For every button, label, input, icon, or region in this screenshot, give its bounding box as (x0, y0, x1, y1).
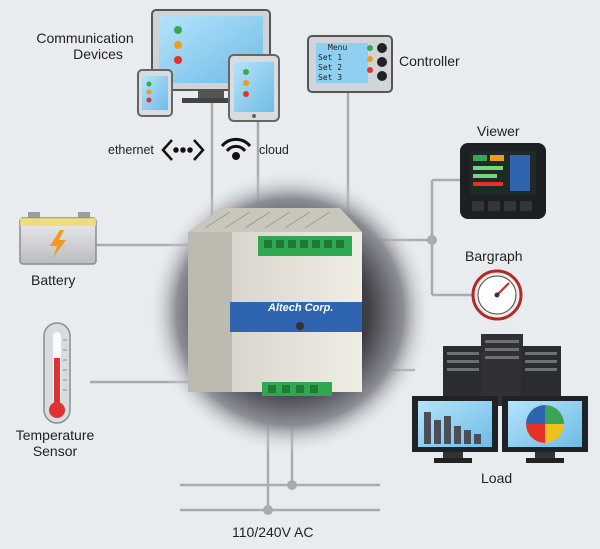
ac-input-label: 110/240V AC (232, 524, 314, 540)
temperature-label-line2: Sensor (32, 443, 78, 460)
viewer-icon (460, 143, 546, 219)
controller-screen-item-3: Set 3 (318, 73, 343, 82)
gauge-icon (471, 269, 523, 321)
controller-icon (307, 35, 393, 93)
thermometer-icon (43, 322, 71, 424)
power-supply-device (188, 208, 362, 396)
controller-label: Controller (399, 53, 460, 69)
lightning-icon (50, 230, 66, 258)
cloud-label: cloud (259, 143, 289, 157)
bar-chart-icon (424, 412, 481, 444)
controller-screen-item-2: Set 2 (318, 63, 343, 72)
controller-screen: Menu Set 1 Set 2 Set 3 (318, 43, 347, 83)
ethernet-label: ethernet (108, 143, 154, 157)
communication-devices-label: Communication Devices (22, 30, 148, 62)
pie-chart-icon (526, 405, 564, 443)
temperature-label-line1: Temperature (15, 427, 95, 443)
ethernet-icon (161, 139, 205, 161)
junction-dots (263, 235, 437, 515)
device-brand-label: Altech Corp. (268, 302, 334, 314)
communication-label-line1: Communication (36, 30, 134, 46)
load-label: Load (481, 470, 513, 486)
controller-screen-item-1: Set 1 (318, 53, 343, 62)
communication-label-line2: Devices (73, 46, 123, 63)
controller-screen-title: Menu (328, 43, 348, 52)
bargraph-label: Bargraph (465, 248, 523, 264)
phone-icon (137, 69, 173, 117)
server-icon (443, 334, 561, 406)
wifi-icon (220, 137, 252, 160)
battery-label: Battery (31, 272, 76, 288)
monitor-left-icon (412, 396, 498, 463)
monitor-right-icon (502, 396, 588, 463)
tablet-icon (228, 54, 280, 122)
battery-icon (19, 212, 97, 265)
viewer-label: Viewer (477, 123, 520, 139)
temperature-sensor-label: Temperature Sensor (6, 427, 104, 459)
